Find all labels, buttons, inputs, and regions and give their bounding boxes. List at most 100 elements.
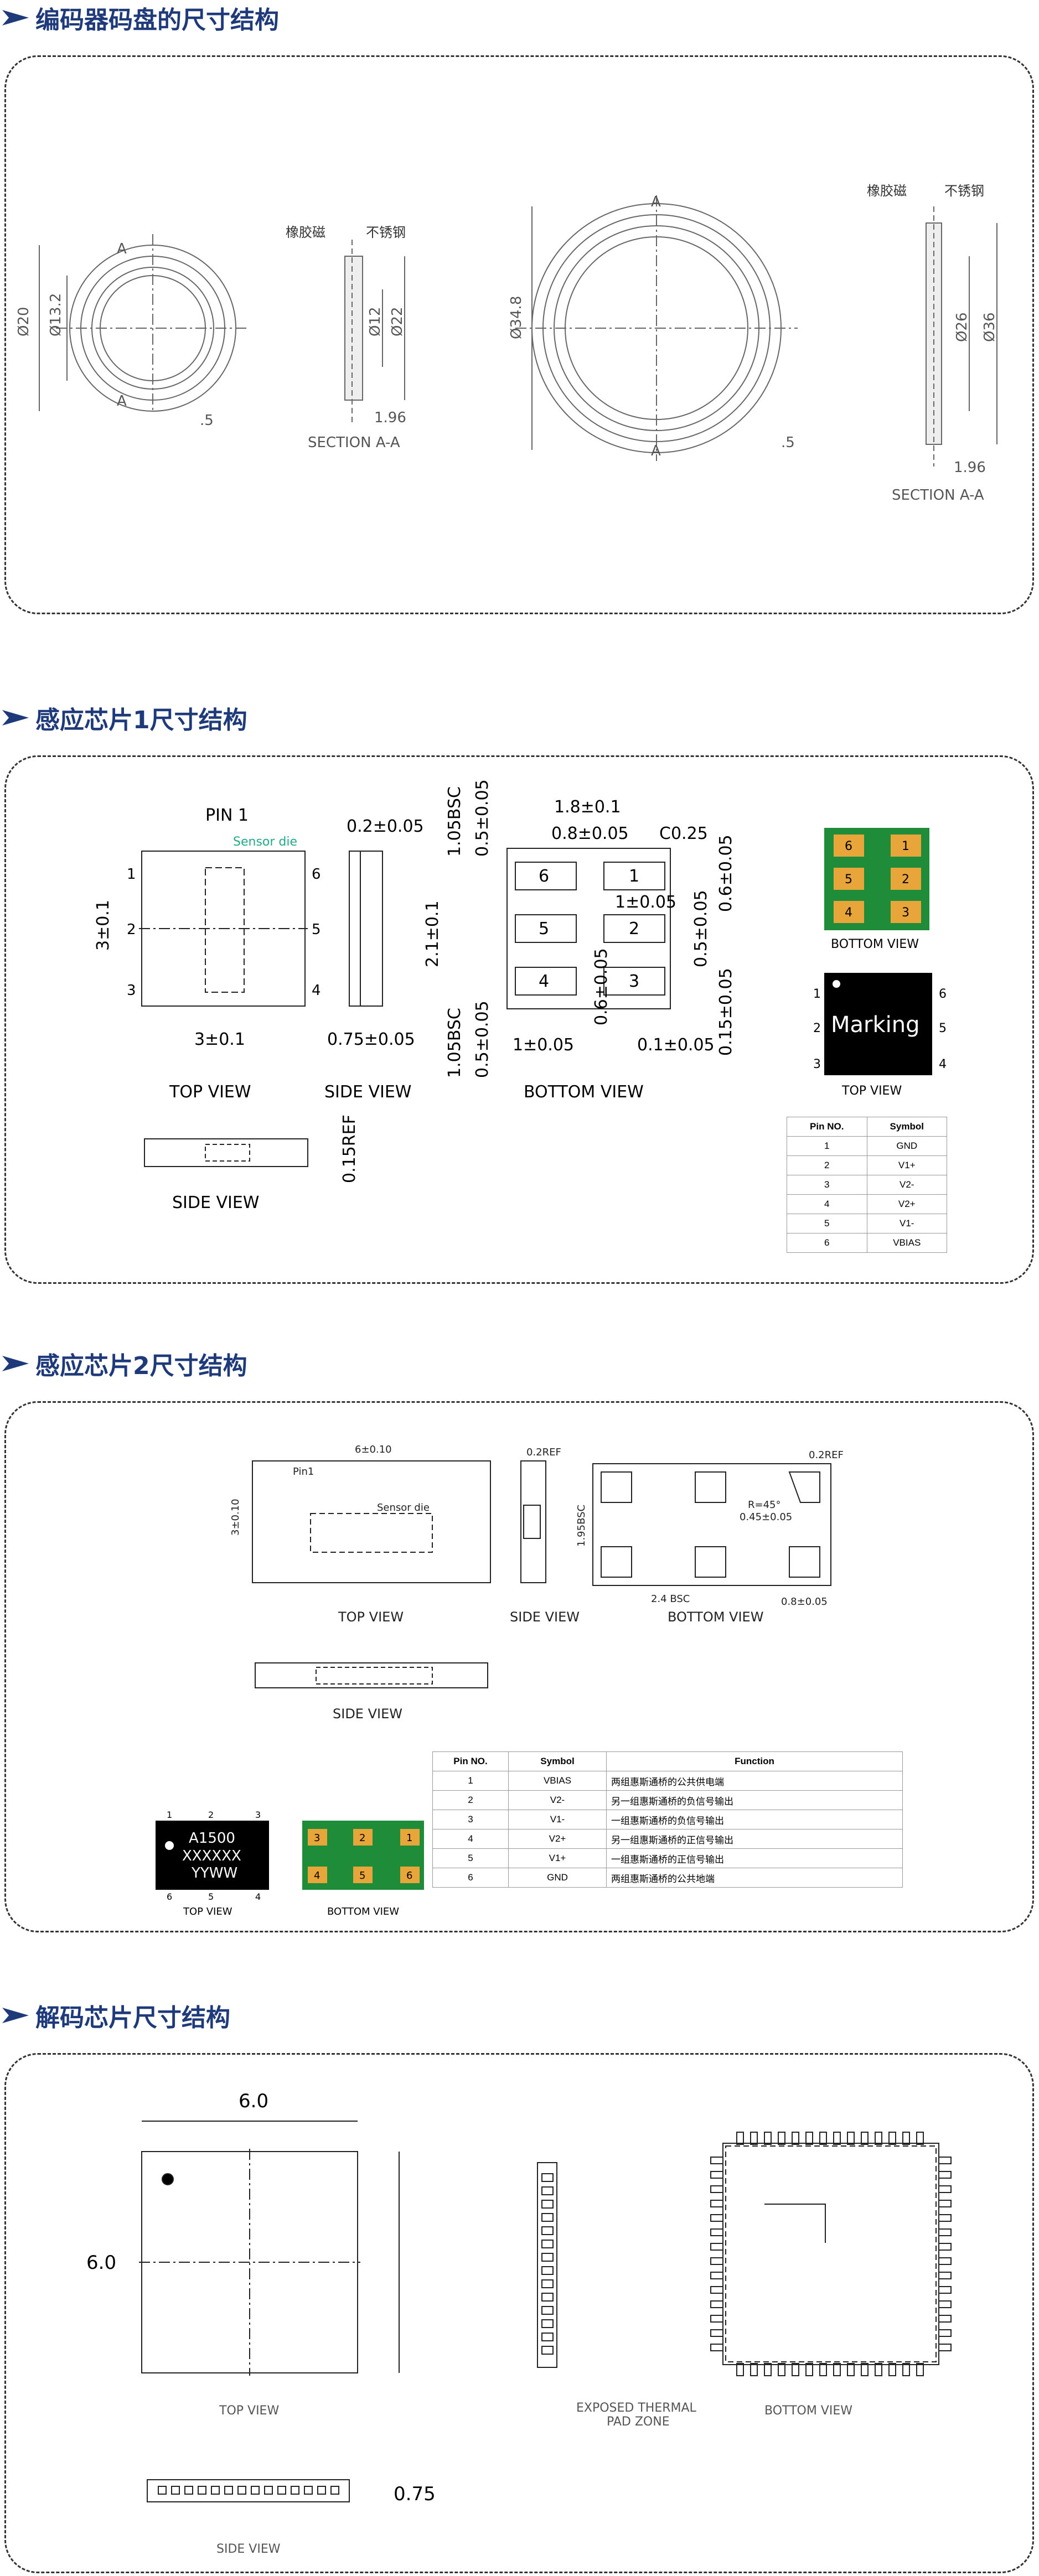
bv-pad3: 3 xyxy=(629,972,639,991)
section-title-decoder: 解码芯片尺寸结构 xyxy=(0,1998,230,2033)
c2pt-l2: XXXXXX xyxy=(182,1848,241,1864)
c2-sv2-caption: SIDE VIEW xyxy=(333,1706,402,1722)
chip1-drawing: PIN 1 Sensor die 3±0.1 3±0.1 1 2 3 6 5 4… xyxy=(94,779,947,1212)
table-cell: 4 xyxy=(432,1829,509,1849)
table-cell: VBIAS xyxy=(866,1233,947,1253)
table-cell: VBIAS xyxy=(508,1771,607,1791)
package-pin xyxy=(875,2363,882,2376)
bv-padr: 0.1±0.05 xyxy=(637,1035,715,1055)
side-pin xyxy=(277,2486,286,2495)
dec-side-caption: SIDE VIEW xyxy=(216,2542,281,2556)
package-pin xyxy=(861,2363,869,2376)
c2pb-5: 5 xyxy=(359,1870,365,1882)
table-cell: 6 xyxy=(787,1233,867,1253)
pb-pad6: 6 xyxy=(845,839,852,853)
package-pin xyxy=(710,2344,723,2351)
side-pin xyxy=(541,2226,554,2235)
large-d2: Ø36 xyxy=(981,312,998,342)
c2-bv-caption: BOTTOM VIEW xyxy=(668,1609,763,1625)
bv-pad1: 1 xyxy=(629,867,639,886)
side-pin xyxy=(541,2186,554,2195)
pin-l2: 2 xyxy=(127,921,136,938)
pt-r5: 5 xyxy=(939,1022,947,1035)
th-pin: Pin NO. xyxy=(432,1751,509,1771)
pb-pad4: 4 xyxy=(845,906,852,920)
package-pin xyxy=(710,2243,723,2251)
side-pin xyxy=(541,2200,554,2209)
side-caption: SIDE VIEW xyxy=(324,1082,411,1102)
c2pt-p3: 3 xyxy=(255,1810,261,1820)
section-title-chip2: 感应芯片2尺寸结构 xyxy=(0,1346,247,1381)
section-title-text: 解码芯片尺寸结构 xyxy=(35,2004,230,2032)
chip1-photo-bottom: 6 1 5 2 4 3 BOTTOM VIEW xyxy=(824,828,929,951)
table-cell: 2 xyxy=(787,1155,867,1175)
package-pin xyxy=(764,2132,772,2145)
side-pin xyxy=(541,2213,554,2222)
side-pin xyxy=(158,2486,167,2495)
small-width: 1.96 xyxy=(374,410,406,426)
dec-height: 6.0 xyxy=(86,2252,116,2274)
c2-side-caption: SIDE VIEW xyxy=(510,1609,580,1625)
arrow-icon xyxy=(2,10,29,25)
side-pin xyxy=(184,2486,193,2495)
bv-pad6: 6 xyxy=(539,867,549,886)
bv-pad5: 5 xyxy=(539,919,549,939)
pin-l3: 3 xyxy=(127,982,136,999)
side-pin xyxy=(541,2306,554,2315)
table-cell: 1 xyxy=(787,1136,867,1156)
bv-dima: 0.5±0.05 xyxy=(473,779,492,857)
c2pb-3: 3 xyxy=(314,1832,320,1844)
top-width: 3±0.1 xyxy=(194,1030,245,1049)
side-pin xyxy=(211,2486,220,2495)
bv-span: 2.1±0.1 xyxy=(423,900,442,967)
c2pt-l1: A1500 xyxy=(189,1830,235,1847)
small-label-a: A xyxy=(117,241,127,257)
table-cell: 另一组惠斯通桥的负信号输出 xyxy=(606,1790,903,1810)
package-pin xyxy=(750,2363,758,2376)
large-steel: 不锈钢 xyxy=(944,183,984,199)
c2pt-l3: YYWW xyxy=(191,1865,237,1882)
package-pin xyxy=(778,2363,785,2376)
package-pin xyxy=(710,2315,723,2323)
package-pin xyxy=(938,2286,952,2294)
package-pin xyxy=(938,2272,952,2279)
pb-caption: BOTTOM VIEW xyxy=(831,937,919,951)
package-pin xyxy=(710,2157,723,2164)
arrow-icon xyxy=(2,2008,29,2023)
package-pin xyxy=(710,2214,723,2222)
dec-top-caption: TOP VIEW xyxy=(219,2404,279,2418)
table-cell: 一组惠斯通桥的正信号输出 xyxy=(606,1848,903,1868)
side-pin xyxy=(541,2319,554,2328)
bv-r1: 0.6±0.05 xyxy=(716,835,736,912)
package-pin xyxy=(710,2272,723,2279)
package-pin xyxy=(710,2257,723,2265)
sensor-die-label: Sensor die xyxy=(233,835,297,849)
side-pin xyxy=(291,2486,299,2495)
bv-padw: 0.8±0.05 xyxy=(551,824,629,843)
panel-chip2: 6±0.10 3±0.10 Pin1 Sensor die TOP VIEW 0… xyxy=(4,1401,1034,1932)
package-pin xyxy=(750,2132,758,2145)
c2pb-caption: BOTTOM VIEW xyxy=(327,1906,399,1917)
package-pin xyxy=(938,2214,952,2222)
large-caption: SECTION A-A xyxy=(892,487,984,504)
bv-c2: 0.6±0.05 xyxy=(592,948,611,1025)
side-pin xyxy=(171,2486,180,2495)
pt-r4: 4 xyxy=(939,1058,947,1071)
side-pin xyxy=(541,2240,554,2248)
package-pin xyxy=(710,2171,723,2179)
package-pin xyxy=(861,2132,869,2145)
large-width: 1.96 xyxy=(954,459,986,476)
package-pin xyxy=(938,2315,952,2323)
table-cell: 3 xyxy=(432,1810,509,1829)
package-pin xyxy=(847,2363,855,2376)
bv-bsc1: 1.05BSC xyxy=(445,786,464,857)
small-thick: .5 xyxy=(200,412,214,429)
package-pin xyxy=(764,2363,772,2376)
pin1-label: PIN 1 xyxy=(205,806,249,825)
